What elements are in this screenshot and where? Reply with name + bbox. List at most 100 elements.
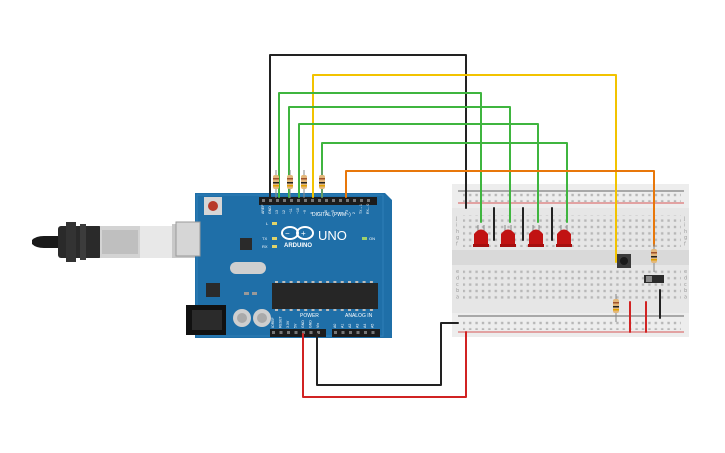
header-pin[interactable] <box>283 199 286 202</box>
header-pin[interactable] <box>269 199 272 202</box>
chip-pin <box>369 309 373 311</box>
chip-pin <box>326 281 330 283</box>
header-pin[interactable] <box>353 199 356 202</box>
led[interactable] <box>528 225 544 247</box>
header-pin[interactable] <box>262 199 265 202</box>
header-pin[interactable] <box>371 331 375 334</box>
leds[interactable] <box>473 225 572 247</box>
header-pin[interactable] <box>309 331 313 334</box>
resistor[interactable] <box>287 170 293 198</box>
header-pin[interactable] <box>349 331 352 334</box>
pin-label: GND <box>309 320 313 328</box>
pin-label: ~11 <box>289 208 293 214</box>
header-pin[interactable] <box>272 331 275 334</box>
resistor[interactable] <box>613 294 619 322</box>
led-l-label: L <box>266 221 269 226</box>
header-pin[interactable] <box>318 199 321 202</box>
led[interactable] <box>500 225 516 247</box>
breadboard-row-label: e <box>684 269 687 275</box>
header-pin[interactable] <box>339 199 342 202</box>
wire-green-3[interactable] <box>298 123 539 223</box>
header-pin[interactable] <box>302 331 305 334</box>
pin-label: 13 <box>275 210 279 214</box>
breadboard-row-label: i <box>456 222 457 228</box>
chip-pin <box>296 281 300 283</box>
header-pin[interactable] <box>356 331 360 334</box>
wire-green-2[interactable] <box>288 106 511 223</box>
resistor[interactable] <box>319 170 325 198</box>
chip-pin <box>275 281 278 283</box>
atmega-chip <box>272 283 378 309</box>
chip-pin <box>348 281 351 283</box>
chip-pin <box>304 309 308 311</box>
pin-label: TX→1 <box>359 204 363 214</box>
chip-pin <box>369 281 373 283</box>
pin-label: IOREF <box>271 317 275 328</box>
header-pin[interactable] <box>325 199 328 202</box>
chip-pin <box>355 309 359 311</box>
led[interactable] <box>473 225 489 247</box>
header-pin[interactable] <box>294 331 298 334</box>
slide-switch[interactable] <box>644 275 664 283</box>
board-model: UNO <box>318 228 347 243</box>
pin-label: RX←0 <box>366 204 370 214</box>
chip-pin <box>304 281 308 283</box>
wires[interactable] <box>269 54 661 398</box>
header-pin[interactable] <box>367 199 370 202</box>
wire-yellow[interactable] <box>312 74 617 263</box>
wire-black-gnd-bottom[interactable] <box>316 322 459 386</box>
breadboard-row-label: c <box>456 282 459 288</box>
pin-label: 8 <box>310 212 314 214</box>
pin-label: A3 <box>356 324 360 328</box>
header-pin[interactable] <box>279 331 283 334</box>
chip-pin <box>275 309 278 311</box>
pin-label: GND <box>301 320 305 328</box>
header-pin[interactable] <box>346 199 349 202</box>
header-pin[interactable] <box>332 199 335 202</box>
svg-text:−: − <box>285 229 290 238</box>
header-pin[interactable] <box>297 199 300 202</box>
arduino-logo: − + <box>281 226 314 240</box>
resistor[interactable] <box>273 170 279 198</box>
chip-pin <box>318 309 322 311</box>
chip-pin <box>282 309 286 311</box>
pin-label: 7 <box>317 212 321 214</box>
header-pin[interactable] <box>360 199 363 202</box>
header-pin[interactable] <box>341 331 345 334</box>
pin-label: 3.3V <box>286 320 290 328</box>
header-pin[interactable] <box>311 199 314 202</box>
chip-pin <box>311 309 315 311</box>
usb-cable[interactable] <box>32 222 198 262</box>
breadboard-row-label: b <box>456 288 459 294</box>
led[interactable] <box>556 225 572 247</box>
header-pin[interactable] <box>317 331 320 334</box>
wire-orange[interactable] <box>345 170 655 247</box>
header-pin[interactable] <box>290 199 293 202</box>
header-pin[interactable] <box>334 331 337 334</box>
wire-red-5v[interactable] <box>302 331 467 398</box>
breadboard-row-label: g <box>684 235 687 241</box>
header-resistors[interactable] <box>273 170 325 198</box>
breadboard-row-label: c <box>684 282 687 288</box>
pushbutton[interactable] <box>617 254 631 268</box>
pin-label: 4 <box>338 212 342 214</box>
header-pin[interactable] <box>287 331 290 334</box>
header-pin[interactable] <box>364 331 367 334</box>
analog-header-label: ANALOG IN <box>345 313 373 319</box>
breadboard-resistors[interactable] <box>613 244 657 322</box>
breadboard-row-label: g <box>456 235 459 241</box>
header-pin[interactable] <box>304 199 307 202</box>
header-pin[interactable] <box>276 199 279 202</box>
breadboard-row-label: a <box>456 295 459 301</box>
svg-text:+: + <box>301 229 306 238</box>
pin-label: 12 <box>282 210 286 214</box>
pin-label: GND <box>268 206 272 214</box>
breadboard-row-label: e <box>456 269 459 275</box>
resistor[interactable] <box>301 170 307 198</box>
pin-label: A0 <box>333 324 337 328</box>
resistor[interactable] <box>651 244 657 272</box>
wire-green-1[interactable] <box>278 92 482 223</box>
chip-pin <box>333 309 337 311</box>
